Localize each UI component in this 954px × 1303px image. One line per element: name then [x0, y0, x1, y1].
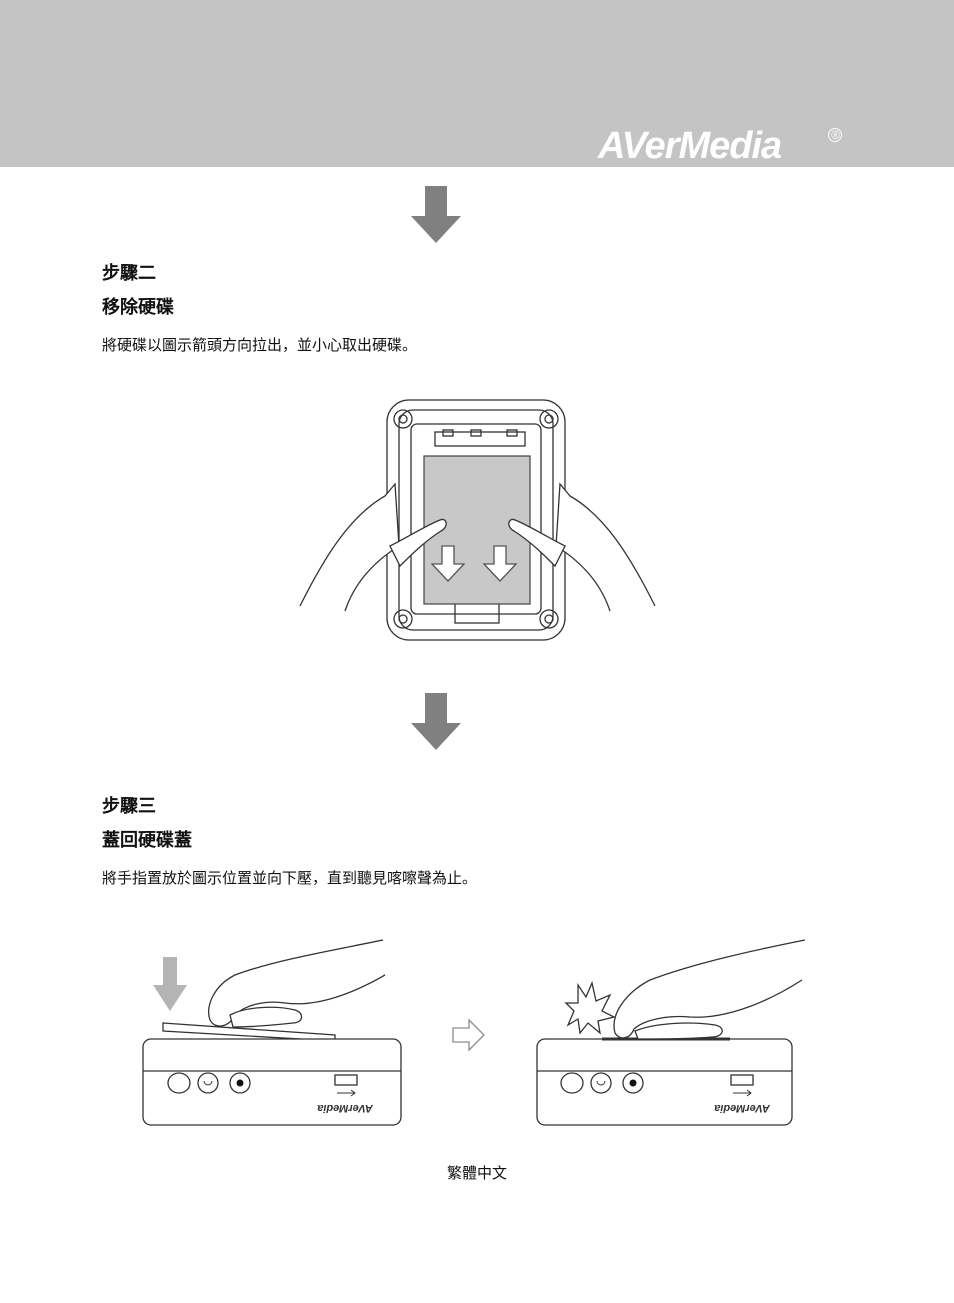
step-two-label: 步驟二 — [102, 263, 156, 284]
usb-icon — [733, 1089, 752, 1097]
step-three-label: 步驟三 — [102, 796, 156, 817]
usb-icon — [337, 1089, 356, 1097]
down-arrow-icon — [411, 693, 461, 750]
press-cover-illustration: AVerMedia — [142, 939, 402, 1126]
outline-down-arrow-icon — [430, 545, 518, 582]
power-icon — [203, 1080, 213, 1086]
pressing-hand — [208, 939, 386, 1028]
brand-logo-text: AVerMedia — [598, 125, 782, 167]
remove-drive-illustration — [299, 399, 656, 641]
device-brand-mirrored: AVerMedia — [714, 1102, 771, 1114]
outline-right-arrow-icon — [452, 1018, 485, 1052]
device-body — [142, 1038, 402, 1126]
brand-logo: AVerMedia ® — [598, 124, 842, 168]
cover-clicked-illustration: AVerMedia — [536, 939, 806, 1126]
power-icon — [596, 1080, 606, 1086]
click-burst-icon — [564, 980, 616, 1035]
footer-language: 繁體中文 — [446, 1164, 507, 1182]
down-arrow-icon — [411, 186, 461, 243]
device-brand-mirrored: AVerMedia — [317, 1102, 374, 1114]
pressing-hand — [613, 939, 806, 1040]
step-two-description: 將硬碟以圖示箭頭方向拉出，並小心取出硬碟。 — [102, 336, 418, 354]
hands — [299, 482, 656, 612]
press-down-arrow-icon — [153, 957, 187, 1011]
header-band — [0, 0, 954, 167]
step-two-title: 移除硬碟 — [102, 297, 174, 318]
step-three-title: 蓋回硬碟蓋 — [102, 830, 192, 851]
registered-mark: ® — [828, 128, 842, 142]
step-three-description: 將手指置放於圖示位置並向下壓，直到聽見喀嚓聲為止。 — [102, 869, 478, 887]
